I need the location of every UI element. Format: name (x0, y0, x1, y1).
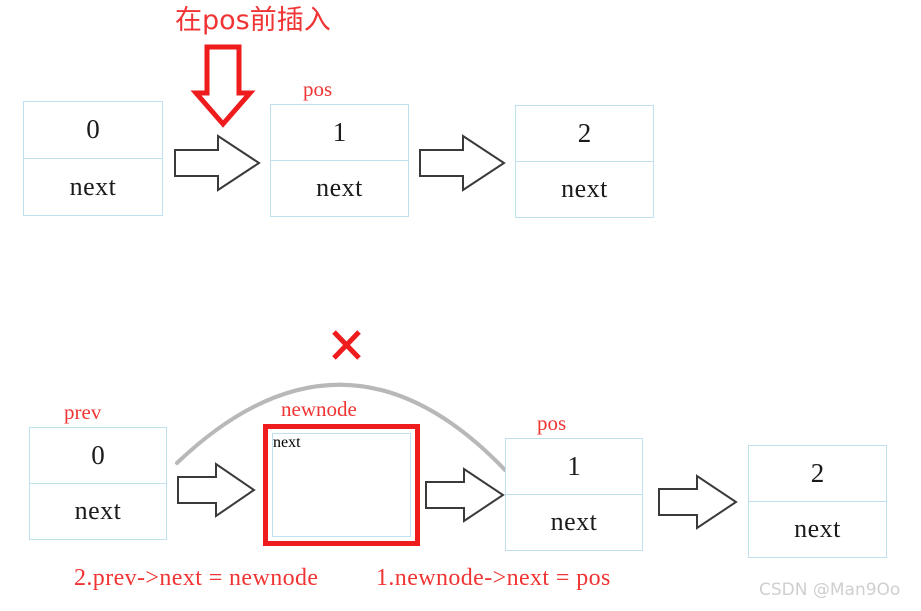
node-next-cell: next (74, 496, 122, 526)
node-after-pos: 1 next (505, 438, 643, 551)
node-next-cell: next (550, 507, 598, 537)
diagram-title: 在pos前插入 (175, 5, 331, 36)
block-right-arrow-icon (425, 467, 505, 523)
red-x-icon (332, 330, 361, 360)
node-after-prev: 0 next (29, 427, 167, 540)
node-next-cell: next (794, 514, 841, 544)
node-before-2: 2 next (515, 105, 654, 218)
node-after-newnode: next (272, 433, 411, 537)
node-next-cell: next (69, 171, 117, 201)
node-value-cell: 0 (24, 102, 162, 159)
node-before-1: 1 next (270, 104, 409, 217)
watermark-label: CSDN @Man9Oo (759, 580, 901, 600)
red-down-arrow-icon (190, 44, 256, 128)
node-next-cell: next (273, 434, 301, 451)
node-after-newnode-highlight: next (263, 424, 420, 546)
block-right-arrow-icon (177, 462, 256, 518)
block-right-arrow-icon (419, 134, 506, 192)
caption-step-1: 1.newnode->next = pos (376, 565, 611, 591)
node-tag-pos-before: pos (303, 77, 333, 101)
node-value-cell: 1 (271, 105, 408, 161)
node-tag-pos-after: pos (537, 411, 567, 435)
node-value-cell: 2 (749, 446, 886, 502)
node-value-cell: 0 (30, 428, 166, 484)
node-tag-prev: prev (64, 400, 102, 424)
node-before-0: 0 next (23, 101, 163, 216)
block-right-arrow-icon (658, 474, 738, 530)
block-right-arrow-icon (174, 134, 261, 192)
node-tag-newnode: newnode (281, 397, 357, 421)
node-next-cell: next (561, 174, 608, 204)
node-value-cell: 1 (506, 439, 642, 495)
node-next-cell: next (316, 173, 363, 203)
node-value-cell: 2 (516, 106, 653, 162)
caption-step-2: 2.prev->next = newnode (74, 565, 319, 591)
node-after-tail: 2 next (748, 445, 887, 558)
